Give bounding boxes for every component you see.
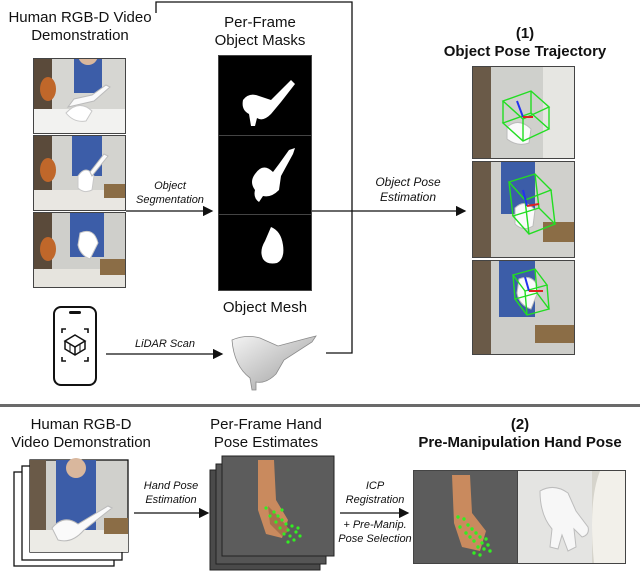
hand-estimates-title-line2: Pose Estimates — [213, 434, 319, 451]
bottom-video-title-line2: Video Demonstration — [11, 434, 151, 451]
pose-trajectory-heading: (1) Object Pose Trajectory — [430, 25, 620, 61]
selection-label: + Pre-Manip. Pose Selection — [334, 518, 416, 546]
object-mask-1 — [218, 55, 312, 136]
hand-estimates-title-line1: Per-Frame Hand — [210, 416, 322, 433]
hand-pose-label-line2: Estimation — [145, 494, 197, 506]
pose-frame-1 — [472, 66, 575, 159]
object-mask-1-shape — [242, 80, 295, 126]
segmentation-label-line1: Object — [154, 180, 186, 192]
video-frame-2-art — [34, 136, 125, 210]
pose-frame-1-art — [473, 67, 574, 158]
pose-frame-3-art — [473, 261, 574, 354]
phone-ar-scan-icon — [52, 305, 98, 387]
icp-label: ICP Registration — [338, 479, 412, 507]
lidar-scan-label: LiDAR Scan — [135, 338, 195, 350]
icp-label-line2: Registration — [345, 494, 405, 506]
object-mesh-render — [226, 324, 322, 396]
hand-estimates-title: Per-Frame Hand Pose Estimates — [196, 416, 336, 452]
section-divider — [0, 404, 640, 407]
video-frame-3-art — [34, 213, 125, 287]
object-mesh-title: Object Mesh — [222, 299, 308, 316]
segmentation-label-line2: Segmentation — [136, 194, 204, 206]
pose-frame-2-art — [473, 162, 574, 257]
icp-label-line1: ICP — [365, 480, 385, 492]
segmentation-label: Object Segmentation — [128, 179, 212, 207]
hand-estimate-stack — [208, 450, 336, 572]
video-demo-title-line1: Human RGB-D Video — [8, 9, 152, 26]
object-mask-3 — [218, 214, 312, 291]
bottom-video-stack — [12, 458, 130, 570]
pose-frame-2 — [472, 161, 575, 258]
bottom-video-title: Human RGB-D Video Demonstration — [0, 416, 162, 452]
selection-label-line2: Pose Selection — [338, 533, 412, 545]
pose-estimation-label: Object Pose Estimation — [356, 175, 460, 205]
pose-estimation-label-line1: Object Pose — [375, 175, 441, 189]
video-demo-title-line2: Demonstration — [31, 27, 129, 44]
pre-manip-title: Pre-Manipulation Hand Pose — [418, 434, 622, 451]
result-number-2: (2) — [510, 416, 530, 433]
video-frame-2 — [33, 135, 126, 211]
video-frame-1 — [33, 58, 126, 134]
pre-manip-heading: (2) Pre-Manipulation Hand Pose — [410, 416, 630, 452]
selection-label-line1: + Pre-Manip. — [343, 519, 407, 531]
object-mask-2-shape — [252, 148, 295, 202]
hand-pose-label: Hand Pose Estimation — [134, 479, 208, 507]
robot-hand-render — [517, 470, 626, 564]
hand-pose-label-line1: Hand Pose — [143, 480, 199, 492]
object-mask-3-shape — [261, 227, 284, 264]
registered-hand-art — [414, 471, 517, 563]
video-frame-1-art — [34, 59, 125, 133]
robot-hand-art — [518, 471, 625, 563]
result-number-1: (1) — [515, 25, 535, 42]
masks-title-line1: Per-Frame — [224, 14, 296, 31]
masks-title: Per-Frame Object Masks — [190, 14, 330, 50]
masks-title-line2: Object Masks — [214, 32, 306, 49]
video-demo-title: Human RGB-D Video Demonstration — [0, 9, 160, 45]
pose-estimation-label-line2: Estimation — [379, 190, 437, 204]
pose-frame-3 — [472, 260, 575, 355]
pose-trajectory-title: Object Pose Trajectory — [443, 43, 607, 60]
registered-hand-frame — [413, 470, 518, 564]
bottom-video-title-line1: Human RGB-D — [30, 416, 132, 433]
video-frame-3 — [33, 212, 126, 288]
